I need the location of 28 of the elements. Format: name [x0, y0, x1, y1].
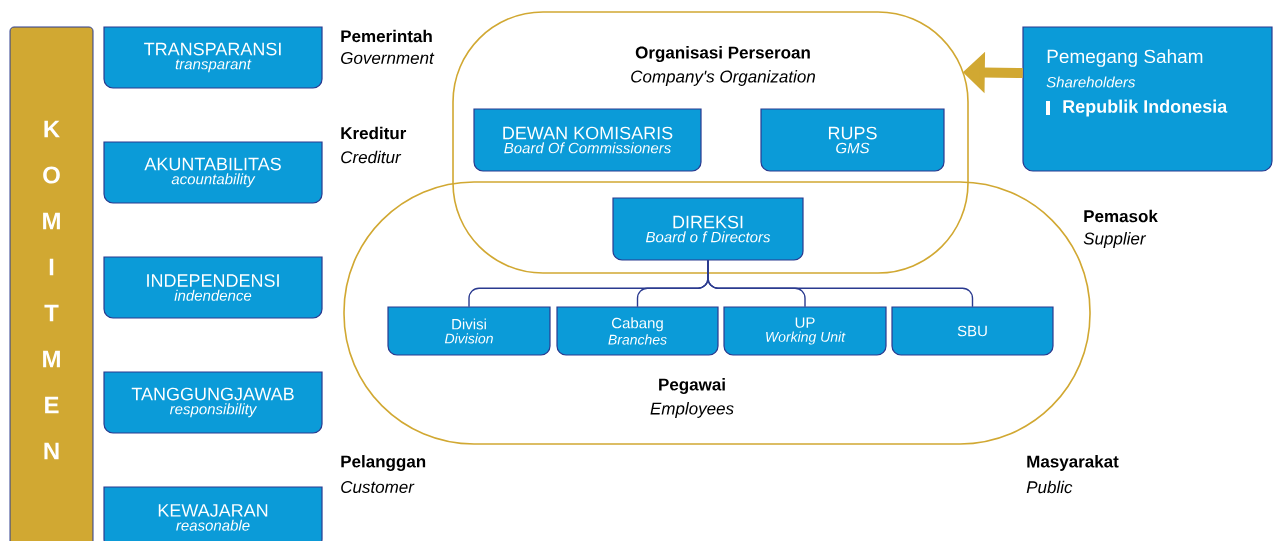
- label-box: DIREKSI Board o f Directors: [612, 197, 804, 261]
- stakeholder-label: Pemerintah: [341, 29, 432, 43]
- organization-outline: [452, 11, 969, 274]
- shareholders-box: Pemegang Saham Shareholders Republik Indonesia: [1022, 26, 1273, 172]
- heading: Pegawai Employees: [650, 378, 734, 418]
- stakeholder-label: Pelanggan: [341, 455, 426, 471]
- vertical-banner: KOMITMEN: [9, 26, 94, 541]
- label-box: Divisi Division: [387, 306, 551, 356]
- stakeholder-label: Supplier: [1083, 232, 1147, 248]
- connector-line: [707, 259, 974, 308]
- stakeholder-label: Public: [1026, 480, 1073, 494]
- label-box: DEWAN KOMISARIS Board Of Commissioners: [473, 108, 702, 172]
- stakeholder-label: Pemasok: [1084, 209, 1158, 223]
- label-box: TRANSPARANSI transparant: [103, 26, 323, 89]
- label-box: UP Working Unit: [723, 306, 887, 356]
- label-box: KEWAJARAN reasonable: [103, 486, 323, 541]
- label-box: TANGGUNGJAWAB responsibility: [103, 371, 323, 434]
- label-box: SBU: [891, 306, 1054, 356]
- stakeholder-label: Creditur: [341, 150, 402, 164]
- stakeholder-label: Government: [341, 52, 435, 64]
- label-box: RUPS GMS: [760, 108, 945, 172]
- stakeholder-label: Kreditur: [341, 126, 407, 140]
- stakeholder-label: Masyarakat: [1027, 455, 1119, 471]
- heading: Organisasi Perseroan Company's Organization: [631, 46, 815, 86]
- label-box: INDEPENDENSI indendence: [103, 256, 323, 319]
- label-box: AKUNTABILITAS acountability: [103, 141, 323, 204]
- label-box: Cabang Branches: [556, 306, 719, 356]
- stakeholder-label: Customer: [341, 480, 415, 493]
